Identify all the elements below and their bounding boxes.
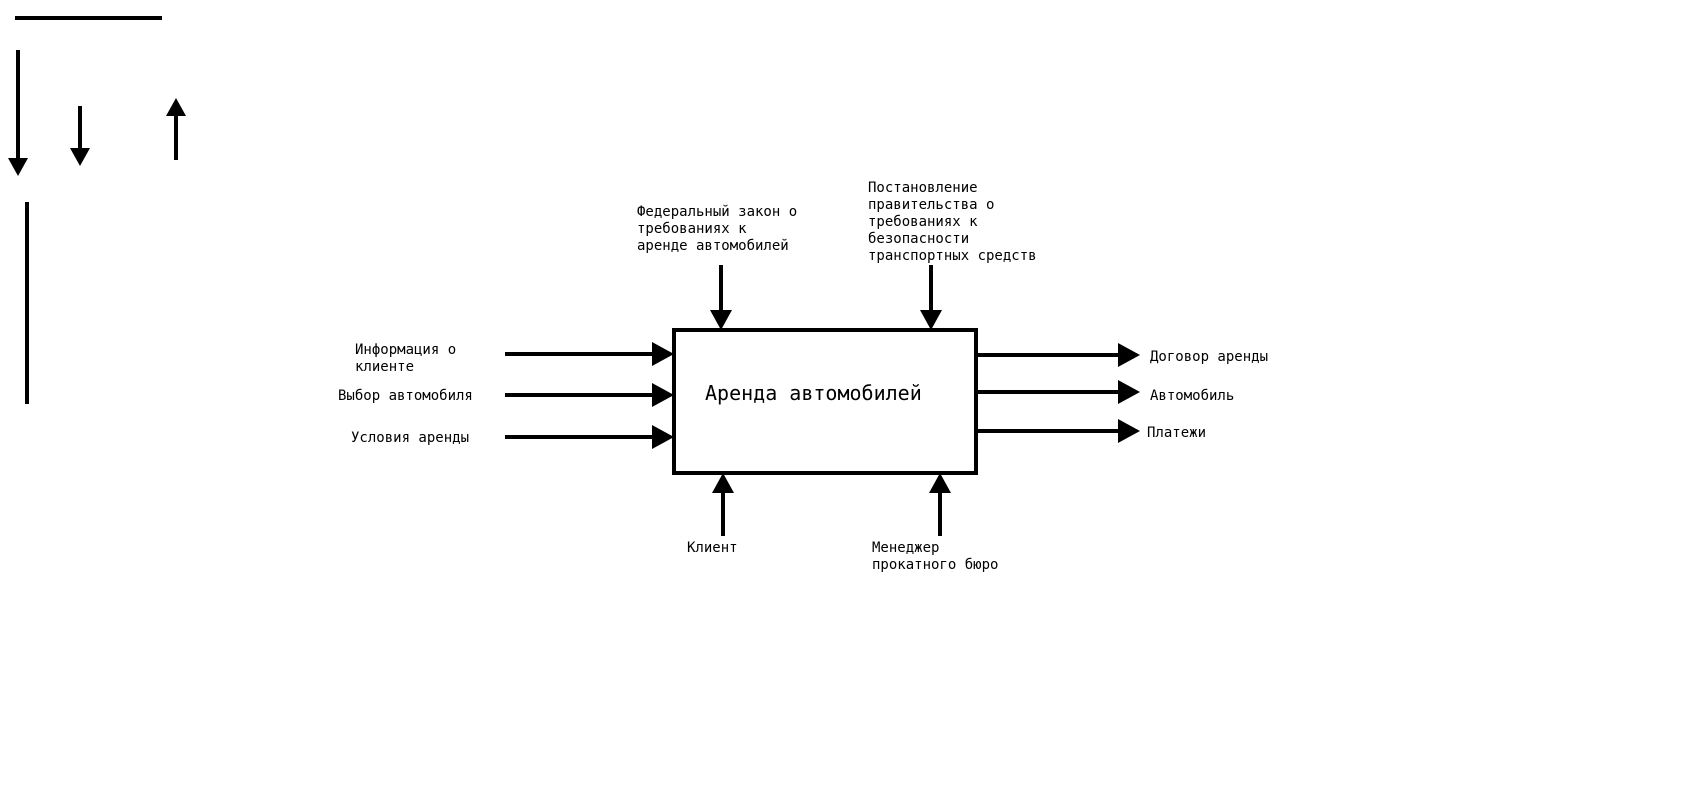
output-label-car: Автомобиль	[1150, 388, 1235, 404]
mechanism-label-client: Клиент	[687, 540, 738, 556]
control-arrow-federal-law	[710, 265, 732, 330]
input-arrow-rental-terms	[505, 425, 674, 449]
output-arrow-payments	[976, 419, 1140, 443]
output-arrow-contract	[976, 343, 1140, 367]
function-box	[672, 328, 978, 475]
output-label-contract: Договор аренды	[1150, 349, 1269, 365]
control-label-federal-law: Федеральный закон о требованиях к аренде…	[637, 204, 798, 254]
output-arrow-car	[976, 380, 1140, 404]
legend-short-down-arrow	[70, 106, 90, 166]
legend-up-arrow	[166, 98, 186, 160]
output-label-payments: Платежи	[1147, 425, 1207, 441]
mechanism-label-manager: Менеджер прокатного бюро	[872, 540, 999, 573]
input-label-car-choice: Выбор автомобиля	[338, 388, 473, 404]
input-label-client-info: Информация о клиенте	[355, 342, 457, 375]
legend-long-down-arrow	[8, 50, 28, 176]
legend-palette	[8, 16, 186, 404]
control-label-gov-decree: Постановление правительства о требования…	[868, 180, 1037, 264]
mechanism-arrow-client	[712, 473, 734, 536]
input-arrow-client-info	[505, 342, 674, 366]
function-box-title: Аренда автомобилей	[705, 381, 922, 405]
input-arrow-car-choice	[505, 383, 674, 407]
mechanism-arrow-manager	[929, 473, 951, 536]
input-label-rental-terms: Условия аренды	[351, 430, 470, 446]
control-arrow-gov-decree	[920, 265, 942, 330]
